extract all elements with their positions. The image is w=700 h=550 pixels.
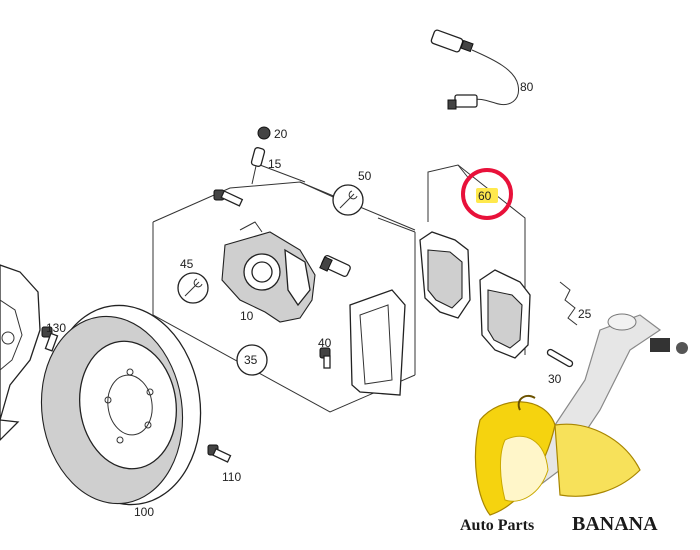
banana-logo-icon <box>474 313 688 516</box>
label-15: 15 <box>268 157 282 171</box>
watermark-text: Auto Parts BANANA <box>460 513 658 535</box>
label-35: 35 <box>244 353 258 367</box>
label-50: 50 <box>358 169 372 183</box>
label-45: 45 <box>180 257 194 271</box>
label-25: 25 <box>578 307 592 321</box>
brake-caliper-part <box>221 221 316 323</box>
bolt-110-part <box>207 444 232 463</box>
bleeder-cap-part <box>257 126 271 140</box>
label-80: 80 <box>520 80 534 94</box>
label-60: 60 <box>478 189 492 203</box>
guide-pin-part <box>319 254 351 278</box>
label-20: 20 <box>274 127 288 141</box>
steering-knuckle-part <box>0 264 41 441</box>
callout-circle-35 <box>236 344 268 376</box>
watermark-brand: BANANA <box>572 513 658 535</box>
spring-clip-part <box>559 281 578 326</box>
wrench-symbol-45 <box>177 272 209 304</box>
label-10: 10 <box>240 309 254 323</box>
callout-labels: 20 15 50 60 80 45 10 25 130 40 35 30 110… <box>46 80 592 519</box>
label-100: 100 <box>134 505 154 519</box>
bleeder-screw-part <box>250 147 266 185</box>
watermark-prefix: Auto Parts <box>460 517 534 534</box>
bolt-40-part <box>319 347 331 369</box>
label-30: 30 <box>548 372 562 386</box>
highlight-ring <box>461 168 513 220</box>
pin-30-part <box>546 348 574 368</box>
label-40: 40 <box>318 336 332 350</box>
wrench-symbol-50 <box>332 184 364 216</box>
brake-disc-part <box>40 304 202 506</box>
bolt-130-part <box>41 326 59 352</box>
wear-sensor-part <box>430 29 519 110</box>
label-110: 110 <box>222 470 241 484</box>
caliper-carrier-part <box>349 289 406 396</box>
label-130: 130 <box>46 321 66 335</box>
brake-pads-part <box>419 231 531 359</box>
caliper-bolt-upper <box>213 189 244 207</box>
